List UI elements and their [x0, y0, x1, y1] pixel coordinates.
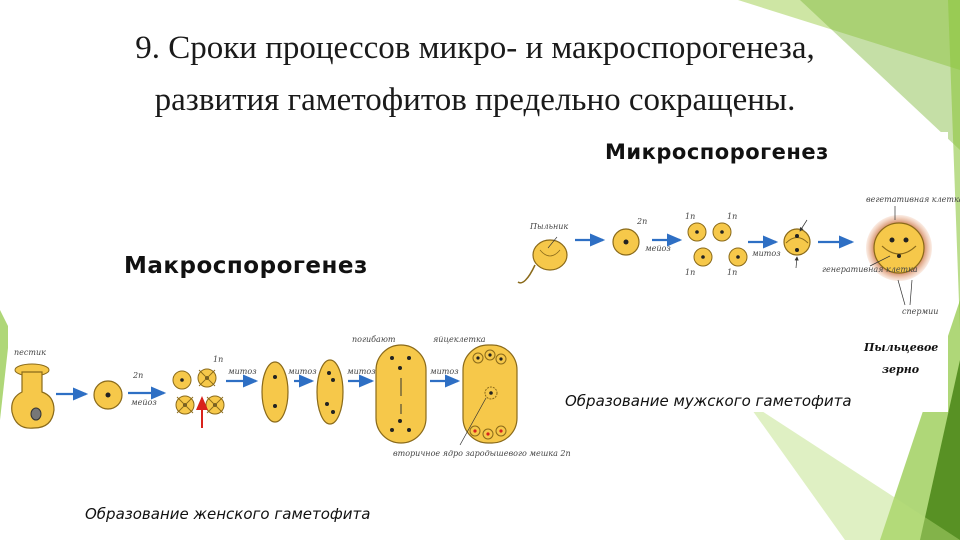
macro-mitosis-label-3: митоз	[347, 367, 376, 376]
mature-embryo-sac	[463, 345, 517, 443]
pistil-icon	[12, 364, 54, 428]
die-label: погибают	[352, 335, 396, 344]
macro-mitosis-label-4: митоз	[430, 367, 459, 376]
macro-mitosis-label-2: митоз	[288, 367, 317, 376]
secondary-nucleus-label: вторичное ядро зародышевого мешка 2n	[393, 449, 571, 458]
pistil-label: пестик	[14, 348, 46, 357]
egg-cell-label: яйцеклетка	[433, 335, 486, 344]
embryo-sac-4-nuclei	[317, 360, 343, 424]
embryo-sac-8-nuclei	[376, 345, 426, 443]
embryo-sac-2-nuclei	[262, 362, 288, 422]
macro-mitosis-label-1: митоз	[228, 367, 257, 376]
macro-meiosis-label: мейоз	[131, 398, 157, 407]
macro-tetrad	[173, 369, 224, 414]
macro-1n-label: 1n	[213, 355, 223, 364]
macro-2n-label: 2n	[132, 371, 143, 380]
